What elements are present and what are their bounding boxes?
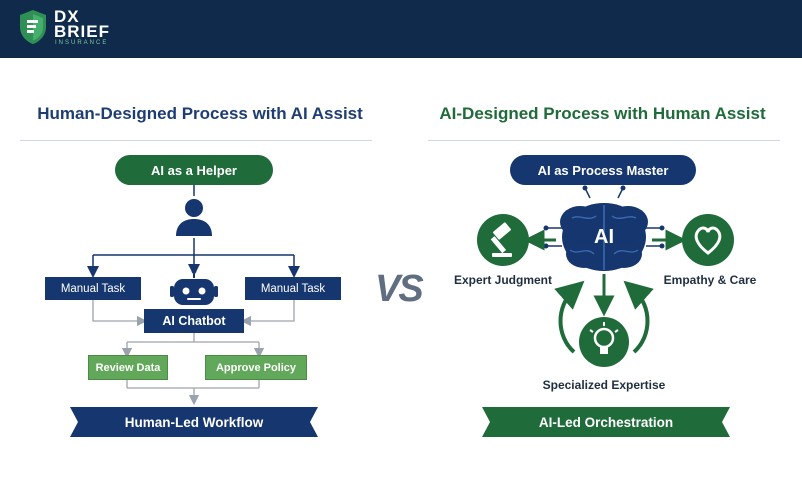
ai-chatbot-box: AI Chatbot	[144, 309, 244, 333]
brand-dx: DX	[54, 7, 80, 26]
lightbulb-icon	[579, 317, 629, 367]
right-title-rule	[428, 140, 780, 141]
specialized-expertise-label: Specialized Expertise	[542, 378, 666, 392]
ai-helper-pill: AI as a Helper	[115, 155, 273, 185]
right-title: AI-Designed Process with Human Assist	[439, 104, 766, 123]
manual-task-left: Manual Task	[45, 277, 141, 300]
shield-logo-icon	[20, 10, 46, 44]
left-footer-ribbon	[70, 407, 318, 437]
ai-led-orchestration-label: AI-Led Orchestration	[538, 414, 674, 430]
left-title-rule	[20, 140, 372, 141]
person-icon	[176, 199, 212, 236]
review-data-box: Review Data	[88, 355, 168, 380]
ai-process-master-pill: AI as Process Master	[510, 155, 696, 185]
brand-brief: BRIEF	[54, 22, 110, 41]
heart-icon	[682, 214, 734, 266]
empathy-care-label: Empathy & Care	[663, 273, 757, 287]
brand-insurance: INSURANCE	[55, 40, 109, 46]
vs-label: VS	[375, 268, 424, 310]
brain-icon	[543, 185, 665, 271]
left-title: Human-Designed Process with AI Assist	[37, 104, 363, 123]
brain-ai-text: AI	[594, 226, 614, 248]
header-bar: DX BRIEF INSURANCE	[0, 0, 802, 58]
manual-task-right: Manual Task	[245, 277, 341, 300]
human-led-workflow-label: Human-Led Workflow	[124, 414, 264, 430]
gavel-icon	[477, 214, 529, 266]
left-connectors	[87, 184, 300, 406]
approve-policy-box: Approve Policy	[205, 355, 307, 380]
robot-icon	[170, 268, 218, 305]
right-footer-ribbon	[482, 407, 730, 437]
expert-judgment-label: Expert Judgment	[453, 273, 552, 287]
right-connectors	[523, 229, 687, 354]
